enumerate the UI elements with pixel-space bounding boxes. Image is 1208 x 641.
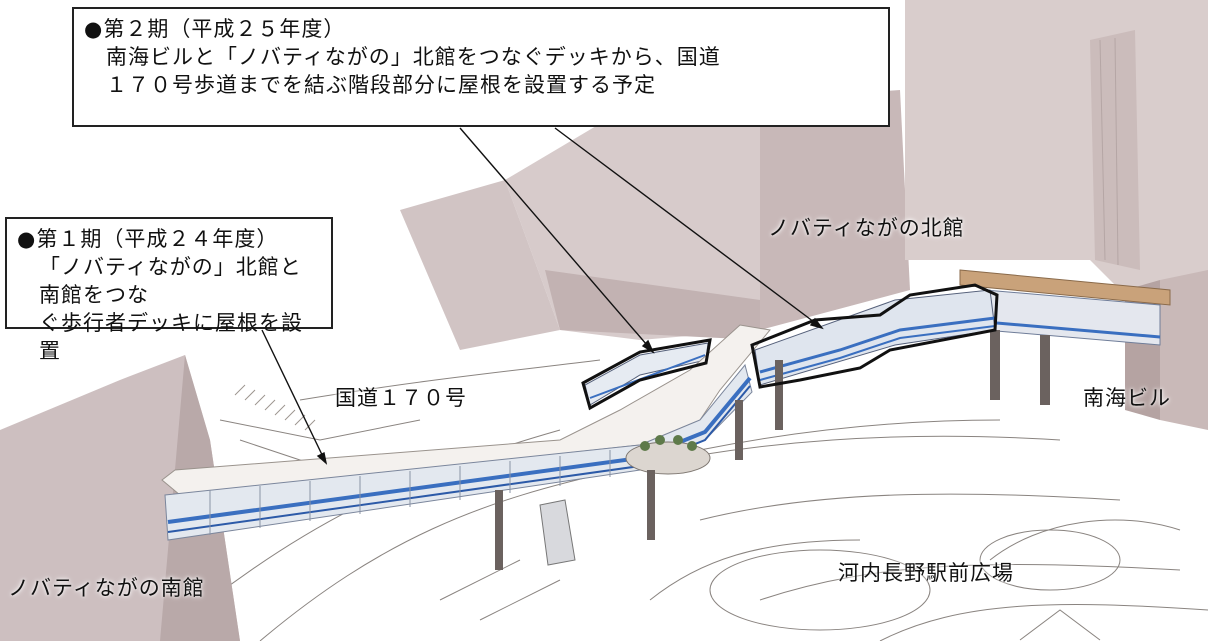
label-nankai-building: 南海ビル: [1083, 386, 1171, 410]
callout-phase2: ●第２期（平成２５年度） 南海ビルと「ノバティながの」北館をつなぐデッキから、国…: [72, 7, 890, 127]
ground-sketch: [159, 359, 1208, 641]
label-north-building: ノバティながの北館: [768, 216, 965, 240]
callout-phase1-line1: 「ノバティながの」北館と南館をつな: [39, 255, 302, 307]
north-building: [400, 90, 910, 350]
phase2-outline-route170: [581, 338, 712, 411]
upper-deck: [959, 269, 1171, 405]
planting-hatch: [234, 384, 316, 431]
right-building: [905, 0, 1208, 320]
callout-phase2-title: ●第２期（平成２５年度）: [84, 17, 346, 41]
label-route170: 国道１７０号: [335, 386, 467, 410]
callout-phase1-line2: ぐ歩行者デッキに屋根を設置: [39, 311, 303, 363]
callout-phase1-title: ●第１期（平成２４年度）: [17, 227, 279, 251]
label-south-building: ノバティながの南館: [8, 576, 205, 600]
callout-phase2-line2: １７０号歩道までを結ぶ階段部分に屋根を設置する予定: [106, 73, 656, 97]
callout-phase2-line1: 南海ビルと「ノバティながの」北館をつなぐデッキから、国道: [106, 45, 721, 69]
phase2-outline-stair: [750, 283, 999, 389]
main-deck: [161, 324, 783, 570]
label-plaza: 河内長野駅前広場: [838, 561, 1014, 585]
callout-phase1: ●第１期（平成２４年度） 「ノバティながの」北館と南館をつな ぐ歩行者デッキに屋…: [5, 217, 333, 363]
callout-arrows: [261, 127, 824, 465]
